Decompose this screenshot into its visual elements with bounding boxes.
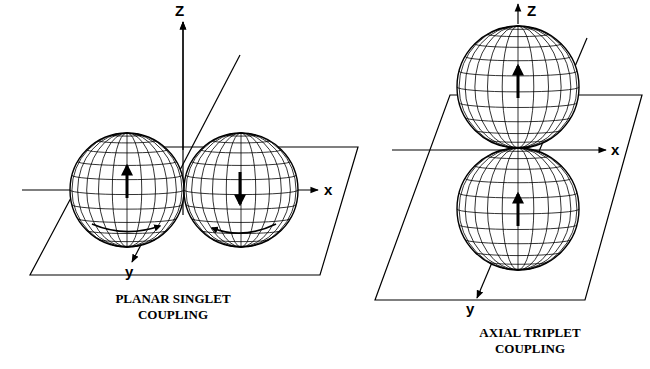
spin-arrow [126, 166, 129, 198]
axis-label: x [324, 181, 332, 198]
parallel [475, 252, 561, 255]
parallel [465, 57, 571, 61]
parallel [87, 150, 168, 153]
parallel [488, 34, 549, 36]
meridian [72, 133, 182, 247]
meridian [465, 148, 571, 270]
meridian [465, 26, 571, 148]
parallel [72, 205, 182, 209]
sphere [70, 133, 184, 247]
z-axis [182, 22, 183, 150]
parallel [502, 146, 534, 147]
parallel [213, 141, 270, 143]
parallel [465, 240, 571, 244]
rotation-arrow [92, 224, 160, 232]
meridian [192, 133, 291, 247]
rotation-arrow [212, 224, 276, 233]
meridian [488, 148, 549, 270]
meridian [475, 26, 561, 148]
meridian [241, 133, 242, 247]
meridian [488, 26, 549, 148]
parallel [112, 135, 142, 136]
parallel [459, 103, 577, 108]
parallel [186, 205, 296, 209]
axis-label: Z [175, 2, 184, 19]
axis-label: y [125, 263, 133, 280]
meridian [459, 148, 577, 270]
parallel [99, 141, 156, 143]
meridian [475, 148, 561, 270]
parallel [99, 239, 156, 241]
meridian [87, 133, 168, 247]
parallel [475, 44, 561, 47]
meridian [186, 133, 296, 247]
parallel [502, 268, 534, 269]
parallel [226, 135, 256, 136]
parallel [475, 166, 561, 169]
parallel [502, 150, 534, 151]
meridian [459, 26, 577, 148]
caption: PLANAR SINGLET COUPLING [98, 291, 248, 324]
sphere [457, 148, 579, 270]
parallel [475, 130, 561, 133]
meridian [201, 133, 282, 247]
sphere-outline [184, 133, 298, 247]
parallel [201, 150, 282, 153]
meridian [518, 148, 519, 270]
parallel [112, 245, 142, 246]
meridian [502, 26, 534, 148]
meridian [127, 133, 128, 247]
spin-arrow [239, 172, 242, 204]
axis-label: Z [527, 2, 536, 19]
z-axis [517, 4, 518, 24]
meridian [226, 133, 256, 247]
meridian [518, 26, 519, 148]
parallel [488, 140, 549, 142]
spin-arrow [517, 194, 520, 226]
caption: AXIAL TRIPLET COUPLING [455, 325, 605, 358]
axis-label: x [611, 141, 619, 158]
parallel [488, 262, 549, 264]
parallel [78, 219, 177, 223]
parallel [465, 179, 571, 183]
sphere-outline [457, 26, 579, 148]
parallel [213, 239, 270, 241]
sphere [457, 26, 579, 148]
axis-label: y [466, 300, 474, 317]
spin-arrow [517, 66, 520, 98]
parallel [488, 156, 549, 158]
parallel [226, 245, 256, 246]
parallel [502, 28, 534, 29]
parallel [78, 162, 177, 166]
parallel [192, 219, 291, 223]
parallel [465, 118, 571, 122]
sphere [184, 133, 298, 247]
sphere-outline [457, 148, 579, 270]
meridian [78, 133, 177, 247]
sphere-outline [70, 133, 184, 247]
parallel [192, 162, 291, 166]
meridian [502, 148, 534, 270]
